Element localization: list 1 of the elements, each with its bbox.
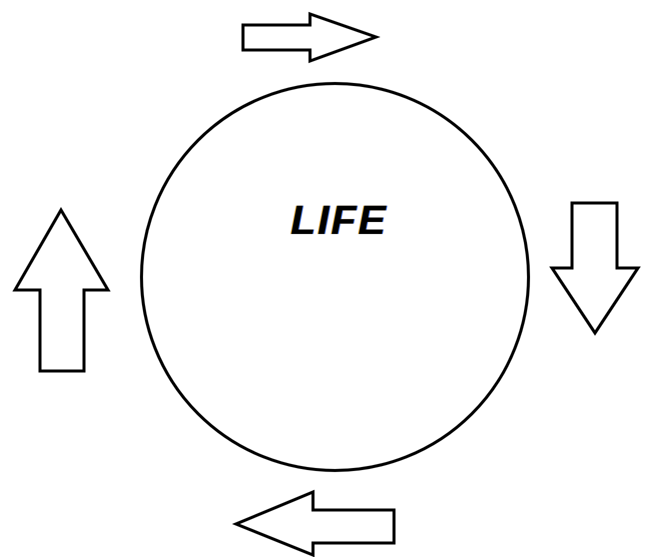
node-label: LIFE — [290, 200, 388, 241]
